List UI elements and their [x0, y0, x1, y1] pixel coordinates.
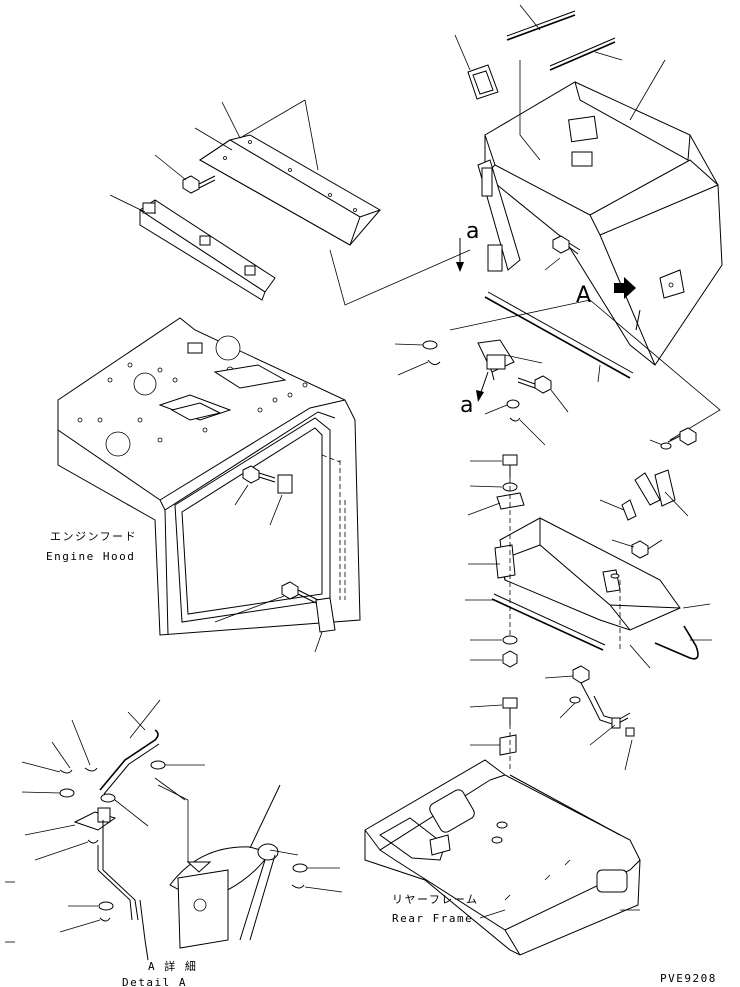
tray-assembly: [465, 454, 712, 669]
rubber-pad: [467, 64, 499, 100]
hex-bolt: [182, 175, 216, 194]
engine-hood-jp-label: エンジンフード: [50, 530, 137, 543]
cover-plate: [199, 134, 382, 246]
rubber-strip: [139, 199, 276, 301]
side-bolt-lower: [631, 539, 663, 559]
detail-a: A 詳 細 Detail A: [5, 699, 343, 987]
latch-bolt: [517, 375, 552, 394]
hood-bolt-lower: [281, 581, 319, 605]
link-rod-assembly: [469, 665, 635, 771]
arrow-a-upper-label: a: [466, 219, 479, 244]
detail-a-jp-label: A 詳 細: [148, 959, 197, 973]
arrow-a-lower-label: a: [460, 393, 473, 418]
rear-frame: リヤーフレーム Rear Frame: [364, 759, 641, 956]
detail-a-en-label: Detail A: [122, 976, 187, 987]
box-bolt: [552, 235, 581, 255]
down-arrow-icon-lower: [476, 390, 484, 402]
rear-frame-en-label: Rear Frame: [392, 912, 473, 925]
latch-bracket: [477, 339, 515, 381]
engine-hood-en-label: Engine Hood: [46, 550, 135, 563]
view-a-label: A: [576, 283, 591, 308]
rear-frame-jp-label: リヤーフレーム: [392, 893, 479, 906]
latch-assembly: a: [394, 339, 569, 446]
engine-hood: エンジンフード Engine Hood: [46, 317, 361, 653]
link-bolt: [572, 665, 591, 701]
side-bolt: [667, 427, 697, 446]
right-side-hardware: [599, 427, 697, 559]
solid-right-arrow-icon: [614, 277, 636, 299]
down-arrow-icon: [456, 262, 464, 272]
hinge-bracket: [477, 159, 521, 272]
drawing-number: PVE9208: [660, 972, 717, 985]
top-left-assembly: [109, 99, 471, 306]
hood-bolt: [242, 465, 276, 484]
rear-box-assembly: A a: [449, 4, 723, 441]
